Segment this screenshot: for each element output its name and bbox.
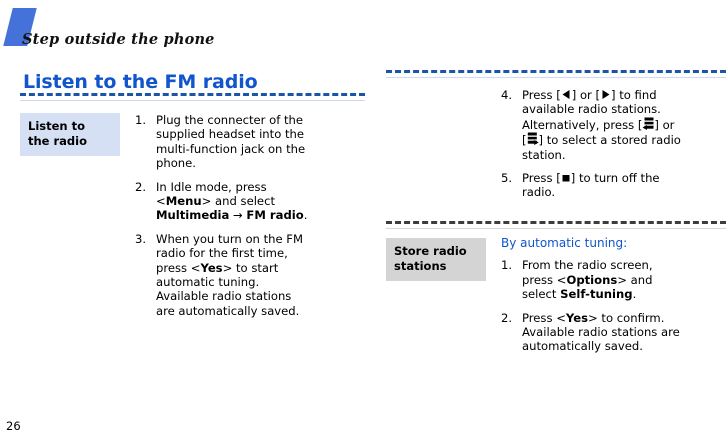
step-text-line: When you turn on the FM [156,231,303,246]
section-label-line-2: the radio [28,134,87,148]
step-text-line: supplied headset into the [156,127,304,142]
step-text-line: Available radio stations [156,289,292,304]
section-separator-left [20,93,365,101]
bracket-open: Press [ [522,171,561,186]
step-text-line: In Idle mode, press [156,179,267,194]
list-item: 4. Press [ ] or [ ] to find available radi… [501,88,726,162]
steps-list-listen-continued: 4. Press [ ] or [ ] to find available radi… [501,88,726,200]
soft-key-close: > to start [222,260,279,275]
bracket-sep: ] or [ [571,88,601,102]
column-left: Listen to the radio 1. Plug the connecte… [20,0,365,441]
menu-path-item: Multimedia [156,208,230,223]
bracket-open: [ [522,133,527,148]
stop-key-icon [561,173,571,183]
step-text-line: select Self-tuning. [522,287,726,301]
soft-key-open: press < [156,260,201,275]
soft-key-label: Options [566,272,618,287]
section-body-store-radio-stations: By automatic tuning: 1. From the radio s… [501,236,726,354]
step-text-line: Available radio stations are [522,325,680,340]
step-number: 2. [501,310,513,325]
step-text-line: press <Yes> to start [156,261,350,275]
step-text-line: Press [ ] or [ ] to find [522,88,726,102]
step-text-line: Alternatively, press [ ] or [522,117,726,132]
page-number: 26 [6,419,21,433]
list-item: 2. Press <Yes> to confirm. Available rad… [501,311,726,354]
step-text-line: radio. [522,185,556,200]
menu-path-item: Self-tuning [560,287,633,302]
step-text-line: automatic tuning. [156,275,260,290]
section-label-line-1: Store radio [394,244,467,258]
bracket-open: Press [ [522,88,561,102]
soft-key-close: > and [617,272,653,287]
step-text-line: Plug the connecter of the [156,113,304,127]
step-number: 5. [501,171,513,186]
right-arrow-key-icon [600,89,611,100]
steps-list-listen: 1. Plug the connecter of the supplied he… [135,113,350,318]
list-item: 5. Press [ ] to turn off the radio. [501,171,726,200]
step-text-line: radio for the first time, [156,246,288,261]
subheading-automatic-tuning: By automatic tuning: [501,236,628,250]
step-text-line: [ ] to select a stored radio [522,132,726,147]
step-text-line: multi-function jack on the [156,141,306,156]
page-title: Listen to the FM radio [23,70,258,93]
section-body-listen-to-the-radio: 1. Plug the connecter of the supplied he… [135,113,350,318]
period: . [632,287,637,302]
bracket-close: ] or [654,117,675,132]
step-text-line: press <Options> and [522,273,726,287]
section-label-listen-to-the-radio: Listen to the radio [20,113,120,156]
step-text-line: automatically saved. [522,339,643,354]
section-label-store-radio-stations: Store radio stations [386,238,486,281]
soft-key-open: < [156,194,166,209]
step-number: 3. [135,231,147,246]
section-separator-right-middle [386,221,726,229]
section-separator-right-top [386,70,726,78]
step-number: 2. [135,179,147,194]
bracket-close: ] to find [611,88,657,102]
step-text-fragment: select [522,287,561,302]
list-item: 1. From the radio screen, press <Options… [501,258,726,301]
up-nav-key-icon [642,117,654,130]
soft-key-open: press < [522,272,567,287]
step-number: 1. [501,258,513,273]
list-item: 1. Plug the connecter of the supplied he… [135,113,350,171]
step-text-line: available radio stations. [522,102,661,117]
step-number: 1. [135,113,147,127]
list-item: 3. When you turn on the FM radio for the… [135,232,350,318]
soft-key-label: Yes [200,260,223,275]
step-number: 4. [501,88,513,102]
column-right: 4. Press [ ] or [ ] to find available radi… [386,0,726,441]
bracket-close: ] to select a stored radio [538,133,681,148]
soft-key-close: > and select [201,194,275,209]
step-text-line: <Menu> and select [156,194,350,208]
arrow-icon: → [233,208,243,223]
step-text-line: Press [ ] to turn off the [522,171,726,185]
soft-key-label: Menu [165,194,202,209]
steps-list-store: 1. From the radio screen, press <Options… [501,258,726,353]
left-arrow-key-icon [561,89,572,100]
step-text-line: phone. [156,156,196,171]
step-text-line: From the radio screen, [522,258,653,273]
soft-key-open: Press < [522,310,566,325]
period: . [303,208,308,223]
bracket-open: Alternatively, press [ [522,117,643,132]
running-head: Step outside the phone [22,31,215,48]
soft-key-close: > to confirm. [588,310,665,325]
section-label-line-2: stations [394,259,447,273]
down-nav-key-icon [527,132,539,146]
step-text-line: are automatically saved. [156,303,300,318]
step-text-line: station. [522,147,566,162]
step-text-line: Multimedia → FM radio. [156,208,350,222]
menu-path-item: FM radio [246,208,304,223]
section-body-listen-continued: 4. Press [ ] or [ ] to find available radi… [501,88,726,200]
step-text-line: Press <Yes> to confirm. [522,311,726,325]
soft-key-label: Yes [565,310,589,325]
list-item: 2. In Idle mode, press <Menu> and select… [135,180,350,223]
section-label-line-1: Listen to [28,119,86,133]
bracket-close: ] to turn off the [570,171,660,186]
